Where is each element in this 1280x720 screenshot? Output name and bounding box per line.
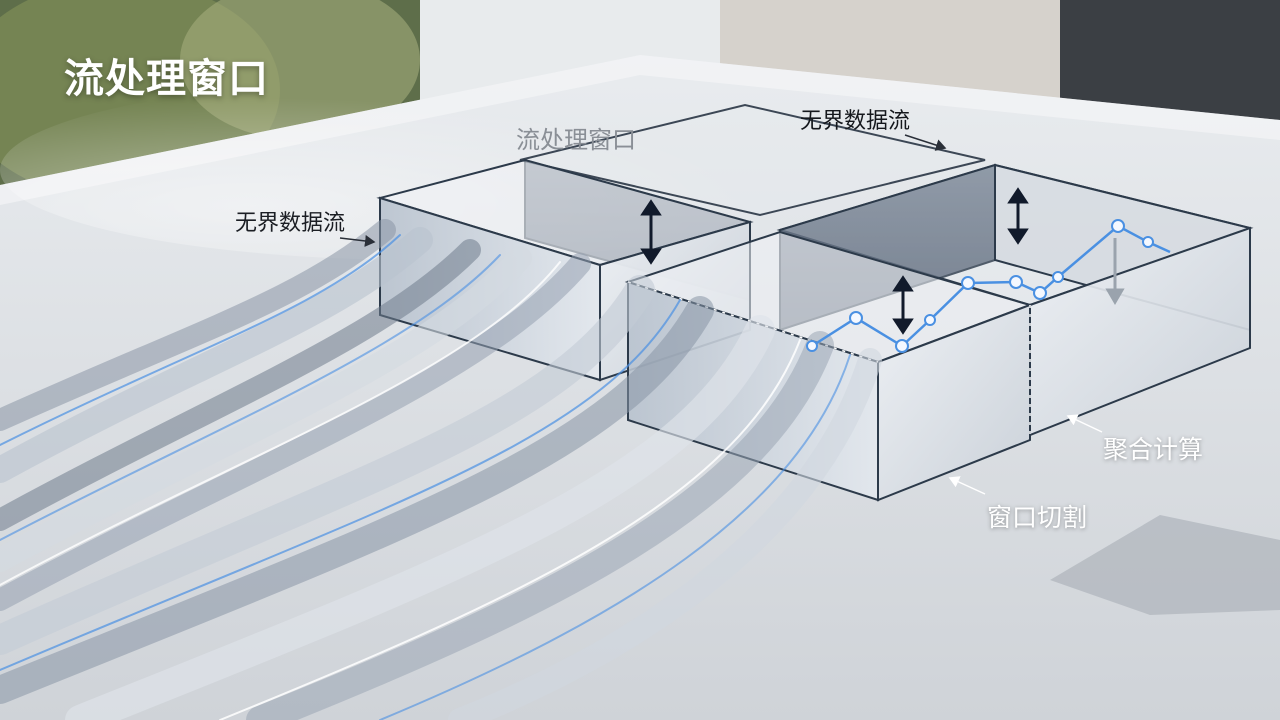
data-point [924, 314, 936, 326]
label-aggregate-compute: 聚合计算 [1103, 435, 1204, 464]
aggregate-line [806, 219, 1171, 353]
data-point [961, 276, 975, 290]
double-arrow-icon [892, 275, 914, 335]
label-unbounded-stream-left: 无界数据流 [235, 211, 346, 236]
back-window-frame [519, 103, 986, 217]
data-point [895, 339, 909, 353]
double-arrow-icon [1007, 187, 1029, 245]
data-point [1009, 275, 1023, 289]
data-point [849, 311, 863, 325]
label-stream-window: 流处理窗口 [516, 126, 636, 154]
double-arrow-icon [640, 199, 662, 265]
data-point [1033, 286, 1047, 300]
data-point [1052, 271, 1064, 283]
pointer-arrow-icon [339, 134, 1103, 495]
label-unbounded-stream-right: 无界数据流 [800, 109, 911, 134]
page-title: 流处理窗口 [64, 56, 269, 102]
data-point [806, 340, 818, 352]
data-point [1142, 236, 1154, 248]
down-arrow-icon [1105, 238, 1125, 305]
label-window-cut: 窗口切割 [987, 503, 1088, 532]
data-stream-left [0, 219, 591, 611]
data-point [1111, 219, 1125, 233]
data-stream-front [0, 275, 882, 720]
